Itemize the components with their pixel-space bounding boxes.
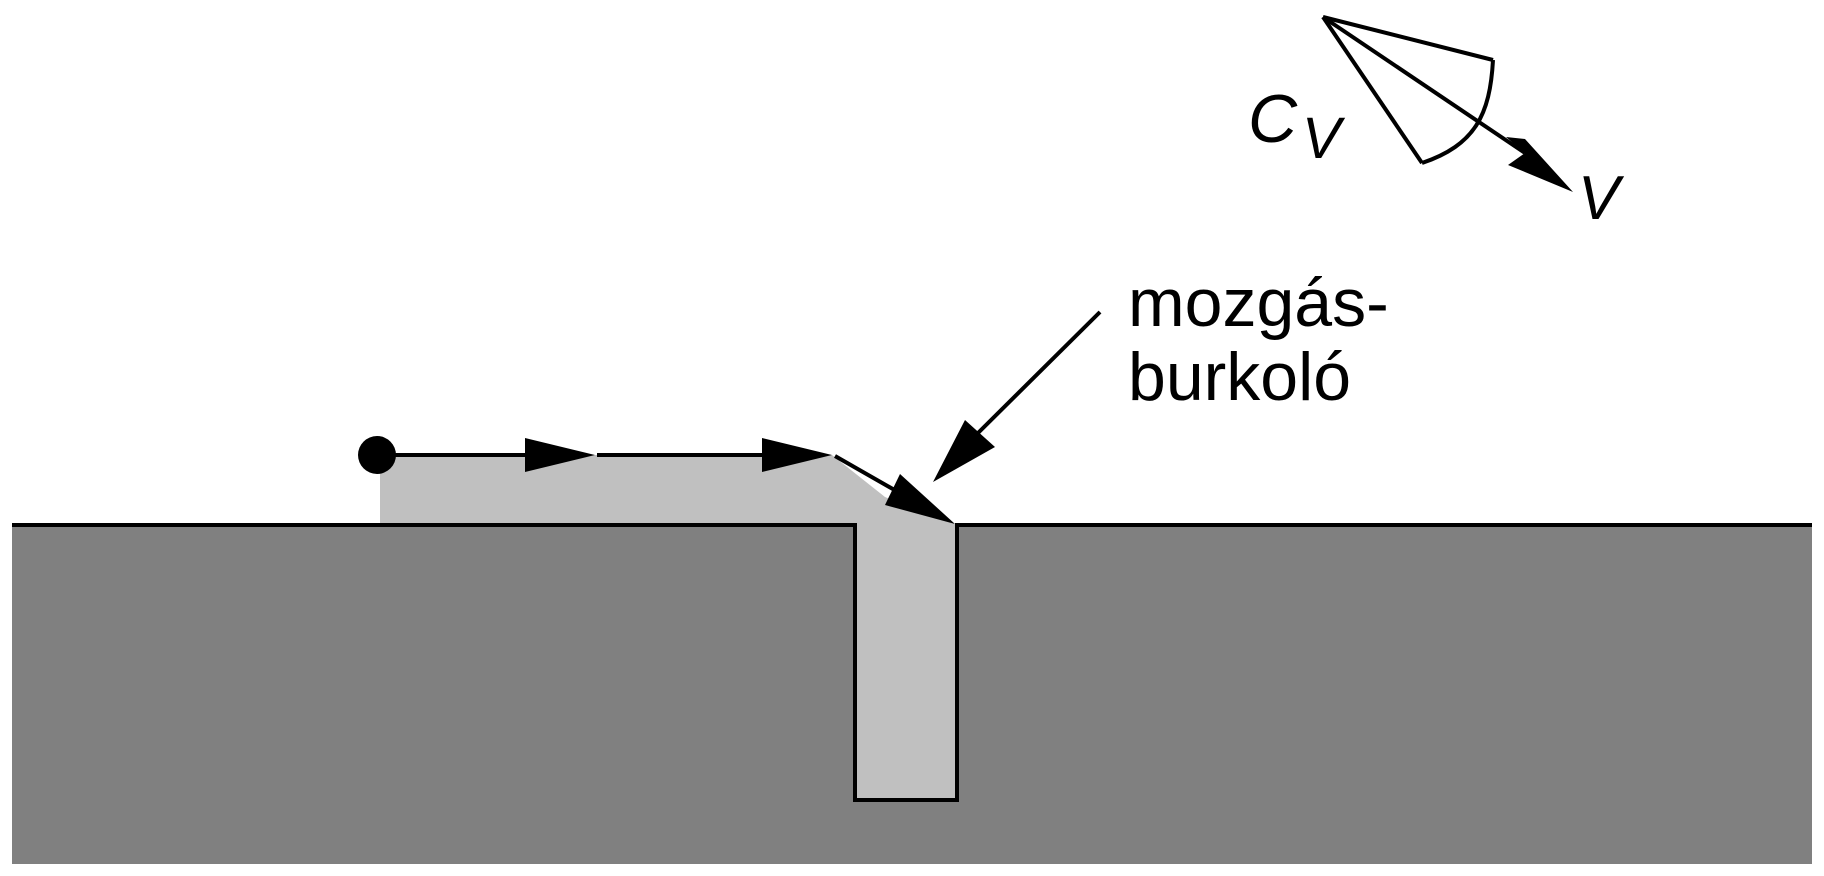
cone-symbol-label: C <box>1248 81 1298 157</box>
path-arrowhead-2 <box>762 438 832 472</box>
envelope-label-line2: burkoló <box>1128 339 1351 415</box>
path-arrowhead-1 <box>525 438 595 472</box>
cone-subscript-label: V <box>1302 106 1346 171</box>
start-point <box>358 436 396 474</box>
path-arrowhead-3 <box>885 474 955 524</box>
envelope-label-line1: mozgás- <box>1128 265 1389 341</box>
velocity-label: V <box>1578 164 1625 233</box>
envelope-pointer-arrowhead <box>933 420 995 482</box>
ground-surface <box>12 525 1812 864</box>
surface-outline <box>12 523 1812 802</box>
envelope-pointer-line <box>976 310 1102 435</box>
velocity-cone-icon <box>1321 15 1573 192</box>
